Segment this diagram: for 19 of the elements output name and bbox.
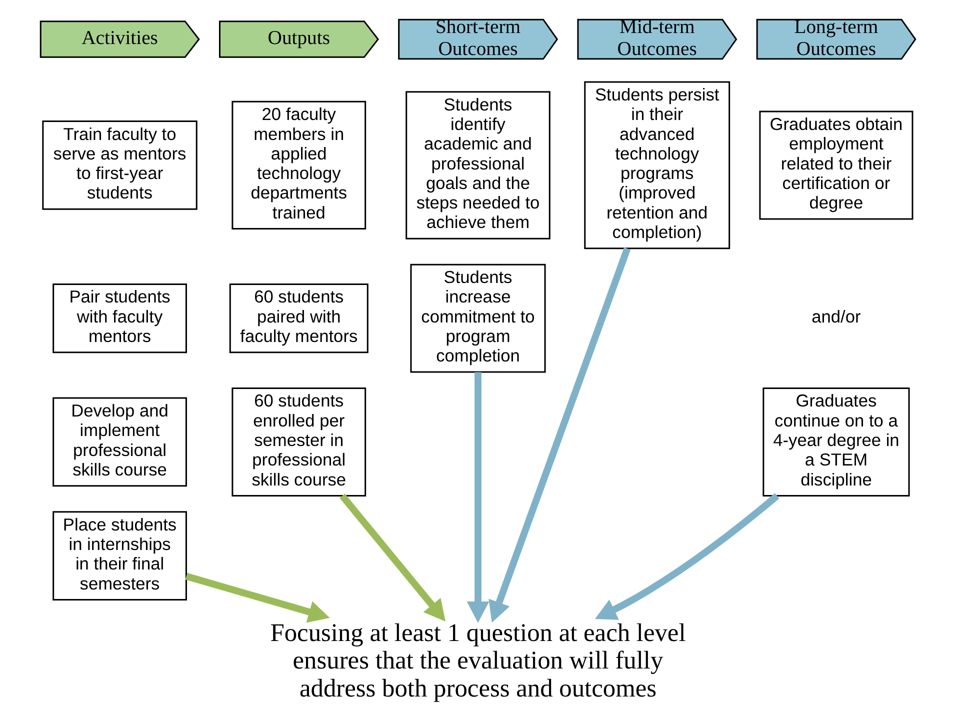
node-box: Students identify academic and professional goals and the steps needed to achieve them bbox=[406, 91, 550, 240]
label: and/or bbox=[812, 306, 861, 326]
arrow bbox=[340, 494, 446, 622]
node-text: Focusing at least 1 question at each level ensures that the evaluation will fully address both process and outcomes bbox=[270, 618, 686, 702]
node-box: 20 faculty members in applied technology departments trained bbox=[232, 100, 366, 230]
node-box: Develop and implement professional skills course bbox=[52, 397, 187, 487]
node-box: Graduates continue on to a 4-year degree in a STEM discipline bbox=[762, 387, 910, 496]
node-box: Place students in internships in their final semesters bbox=[52, 511, 187, 600]
node-box: Students persist in their advanced technology programs (improved retention and completion) bbox=[584, 81, 730, 250]
node-box: Train faculty to serve as mentors to first-year students bbox=[42, 120, 198, 210]
node-box: Pair students with faculty mentors bbox=[52, 283, 187, 354]
arrow bbox=[185, 572, 330, 623]
arrow bbox=[488, 247, 631, 623]
node-box: 60 students enrolled per semester in professional skills course bbox=[232, 387, 366, 496]
node-box: Students increase commitment to program completion bbox=[410, 264, 546, 373]
arrow bbox=[594, 493, 780, 620]
node-box: 60 students paired with faculty mentors bbox=[229, 283, 368, 354]
arrow bbox=[466, 372, 490, 623]
node-box: Graduates obtain employment related to their certification or degree bbox=[759, 110, 914, 220]
